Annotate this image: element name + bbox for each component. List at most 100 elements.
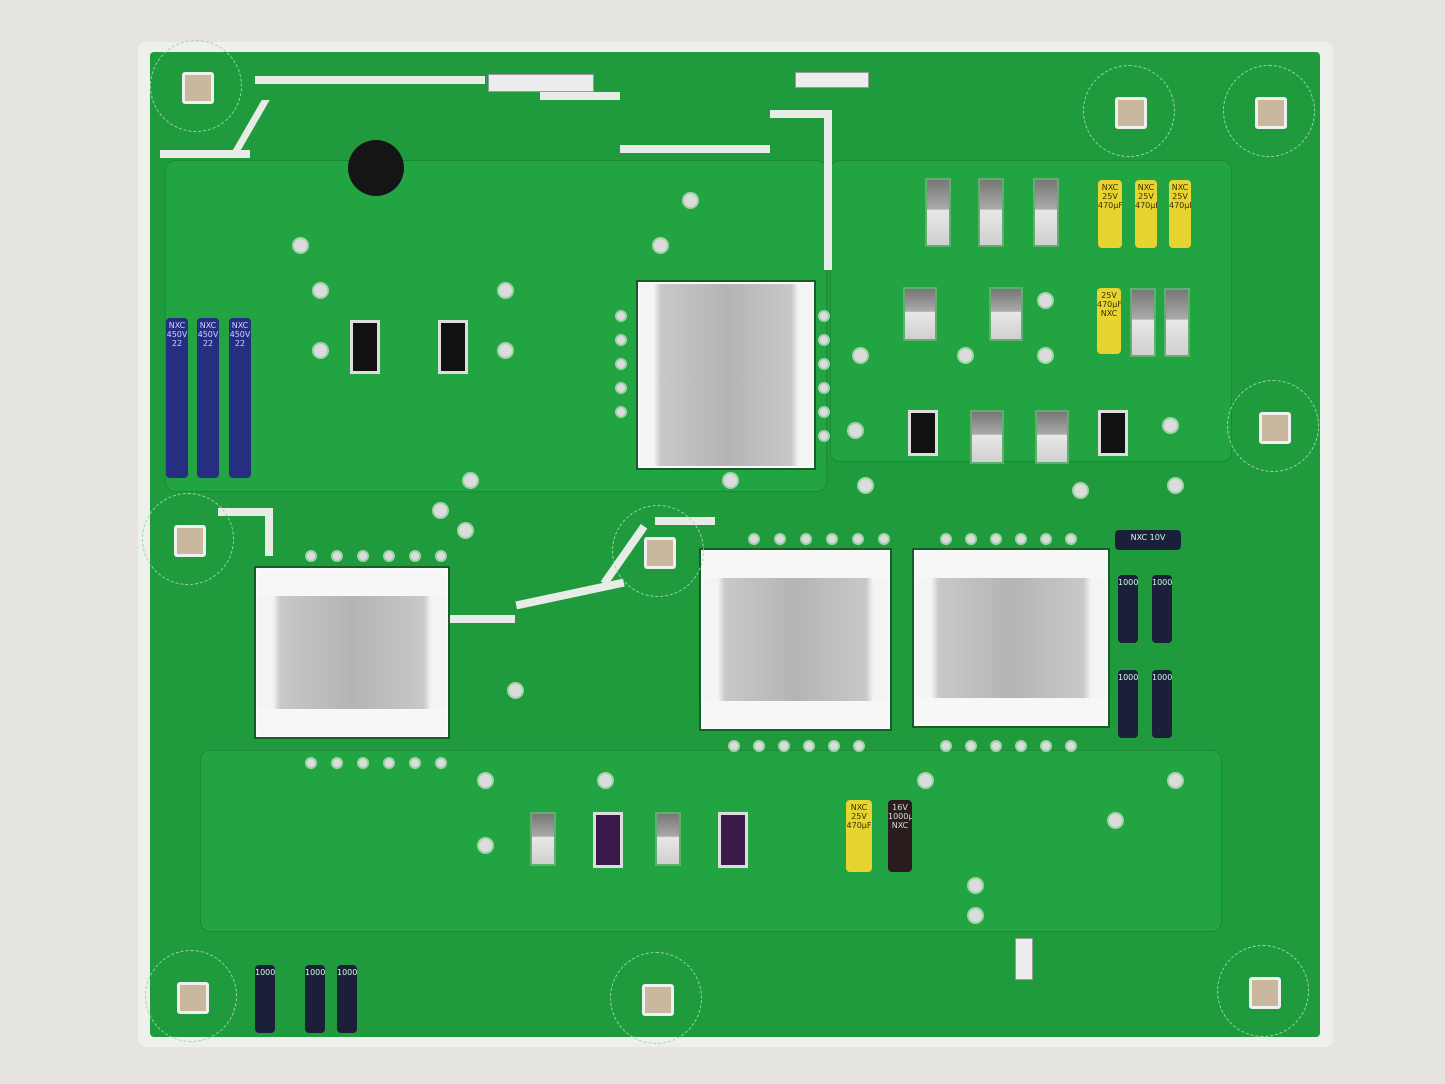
solder-pad (497, 282, 514, 299)
cap-capacitance: 470µF (1097, 300, 1121, 309)
cap-brand: NXC (1171, 183, 1189, 192)
board-slot (989, 287, 1023, 341)
cap-capacitance: 470µF (1098, 201, 1122, 210)
solder-pad (917, 772, 934, 789)
mounting-pad (1249, 977, 1281, 1009)
solder-pad (507, 682, 524, 699)
mounting-pad (177, 982, 209, 1014)
trace (160, 150, 250, 158)
solder-pad (990, 533, 1002, 545)
solder-pad (652, 237, 669, 254)
mounting-ring (1223, 65, 1315, 157)
solder-pad (383, 550, 395, 562)
solder-pad (1107, 812, 1124, 829)
transistor (1098, 410, 1128, 456)
solder-pad (852, 347, 869, 364)
solder-pad (312, 282, 329, 299)
mounting-ring (1217, 945, 1309, 1037)
solder-pad (847, 422, 864, 439)
solder-pad (748, 533, 760, 545)
cap-capacitance: 22 (234, 339, 246, 348)
solder-pad (878, 533, 890, 545)
cap-capacitance: 1000 (305, 968, 325, 977)
transistor (438, 320, 468, 374)
cap-capacitance: 1000 (1152, 673, 1172, 682)
mounting-ring (142, 493, 234, 585)
mounting-ring (612, 505, 704, 597)
solder-pad (818, 430, 830, 442)
solder-pad (778, 740, 790, 752)
solder-pad (728, 740, 740, 752)
cap-voltage: 25V (1101, 291, 1117, 300)
transformer-shield (914, 550, 1108, 726)
solder-pad (967, 877, 984, 894)
solder-pad (477, 772, 494, 789)
mounting-pad (182, 72, 214, 104)
solder-pad (462, 472, 479, 489)
solder-pad (457, 522, 474, 539)
capacitor: 1000 (255, 965, 275, 1033)
cap-voltage: 450V (197, 330, 219, 339)
solder-pad (753, 740, 765, 752)
cap-capacitance: 1000 (1118, 673, 1138, 682)
solder-pad (615, 334, 627, 346)
transistor (718, 812, 748, 868)
solder-pad (1167, 772, 1184, 789)
transistor (350, 320, 380, 374)
solder-pad (957, 347, 974, 364)
capacitor: 1000 (305, 965, 325, 1033)
cap-voltage: 25V (1172, 192, 1188, 201)
solder-pad (774, 533, 786, 545)
solder-pad (818, 310, 830, 322)
header-connector (488, 74, 594, 92)
cap-voltage: 10V (1149, 533, 1166, 542)
cap-brand: NXC (1101, 183, 1119, 192)
header-connector (795, 72, 869, 88)
transformer-shield (701, 550, 890, 729)
solder-pad (940, 533, 952, 545)
cap-brand: NXC (231, 321, 249, 330)
trace (255, 76, 485, 84)
capacitor: 16V1000µFNXC (888, 800, 912, 872)
solder-pad (682, 192, 699, 209)
solder-pad (722, 472, 739, 489)
trace (620, 145, 770, 153)
trace (824, 110, 832, 270)
solder-pad (615, 406, 627, 418)
board-slot (978, 178, 1004, 247)
cap-voltage: 450V (229, 330, 251, 339)
mounting-pad (644, 537, 676, 569)
board-slot (530, 812, 556, 866)
cap-voltage: 16V (892, 803, 908, 812)
solder-pad (852, 533, 864, 545)
cap-voltage: 25V (1102, 192, 1118, 201)
solder-pad (1162, 417, 1179, 434)
board-slot (925, 178, 951, 247)
solder-pad (940, 740, 952, 752)
capacitor: NXC 10V (1115, 530, 1181, 550)
transformer-shield (256, 568, 448, 737)
cap-capacitance: 1000µF (888, 812, 912, 821)
board-slot (970, 410, 1004, 464)
solder-pad (803, 740, 815, 752)
solder-pad (1037, 292, 1054, 309)
cap-capacitance: 470µF (1169, 201, 1191, 210)
cap-capacitance: 1000 (1152, 578, 1172, 587)
header-connector (1015, 938, 1033, 980)
solder-pad (435, 550, 447, 562)
solder-pad (292, 237, 309, 254)
cap-brand: NXC (850, 803, 868, 812)
solder-pad (1015, 533, 1027, 545)
solder-pad (826, 533, 838, 545)
mounting-pad (174, 525, 206, 557)
cap-brand: NXC (1130, 533, 1148, 542)
solder-pad (853, 740, 865, 752)
board-slot (1130, 288, 1156, 357)
capacitor: 1000 (337, 965, 357, 1033)
cap-capacitance: 22 (171, 339, 183, 348)
